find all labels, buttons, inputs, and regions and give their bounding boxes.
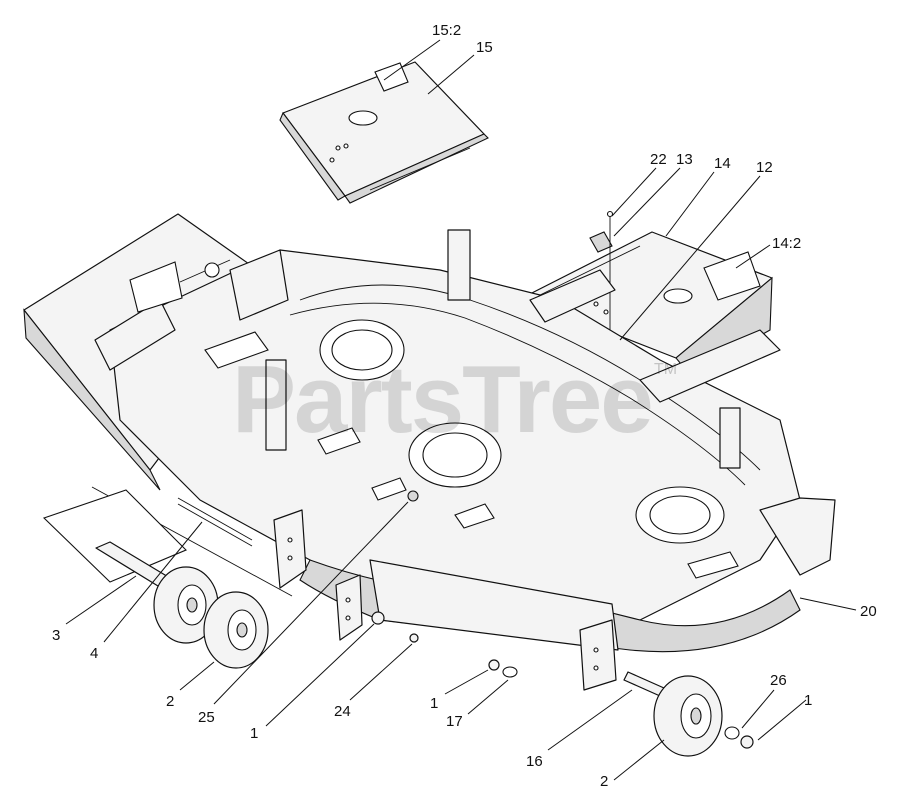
watermark-text: PartsTree bbox=[232, 346, 652, 453]
baffle-plate-15 bbox=[279, 61, 489, 204]
callout-14-2: 14:2 bbox=[772, 235, 801, 252]
mower-deck-housing bbox=[23, 213, 836, 653]
callout-26: 26 bbox=[770, 672, 787, 689]
watermark: PartsTree TM bbox=[232, 346, 677, 453]
fasteners bbox=[371, 490, 754, 749]
callout-15-2: 15:2 bbox=[432, 22, 461, 39]
callout-13: 13 bbox=[676, 151, 693, 168]
callout-14: 14 bbox=[714, 155, 731, 172]
callout-2-right: 2 bbox=[600, 773, 608, 790]
gauge-wheel-right bbox=[653, 675, 723, 757]
gauge-wheel-axle bbox=[42, 486, 307, 597]
callout-20: 20 bbox=[860, 603, 877, 620]
callout-2-left: 2 bbox=[166, 693, 174, 710]
callout-17: 17 bbox=[446, 713, 463, 730]
callout-labels: 15:2 15 22 13 14 12 14:2 20 3 4 2 25 1 2… bbox=[52, 22, 877, 790]
callout-4: 4 bbox=[90, 645, 98, 662]
front-bracket-16 bbox=[335, 559, 665, 697]
callout-16: 16 bbox=[526, 753, 543, 770]
leader-lines bbox=[65, 39, 857, 781]
callout-24: 24 bbox=[334, 703, 351, 720]
callout-12: 12 bbox=[756, 159, 773, 176]
callout-15: 15 bbox=[476, 39, 493, 56]
callout-3: 3 bbox=[52, 627, 60, 644]
callout-1-center: 1 bbox=[430, 695, 438, 712]
gauge-wheels-left bbox=[153, 566, 269, 669]
callout-1-right: 1 bbox=[804, 692, 812, 709]
callout-22: 22 bbox=[650, 151, 667, 168]
callout-25: 25 bbox=[198, 709, 215, 726]
callout-1-front-left: 1 bbox=[250, 725, 258, 742]
watermark-tm: TM bbox=[654, 361, 677, 378]
